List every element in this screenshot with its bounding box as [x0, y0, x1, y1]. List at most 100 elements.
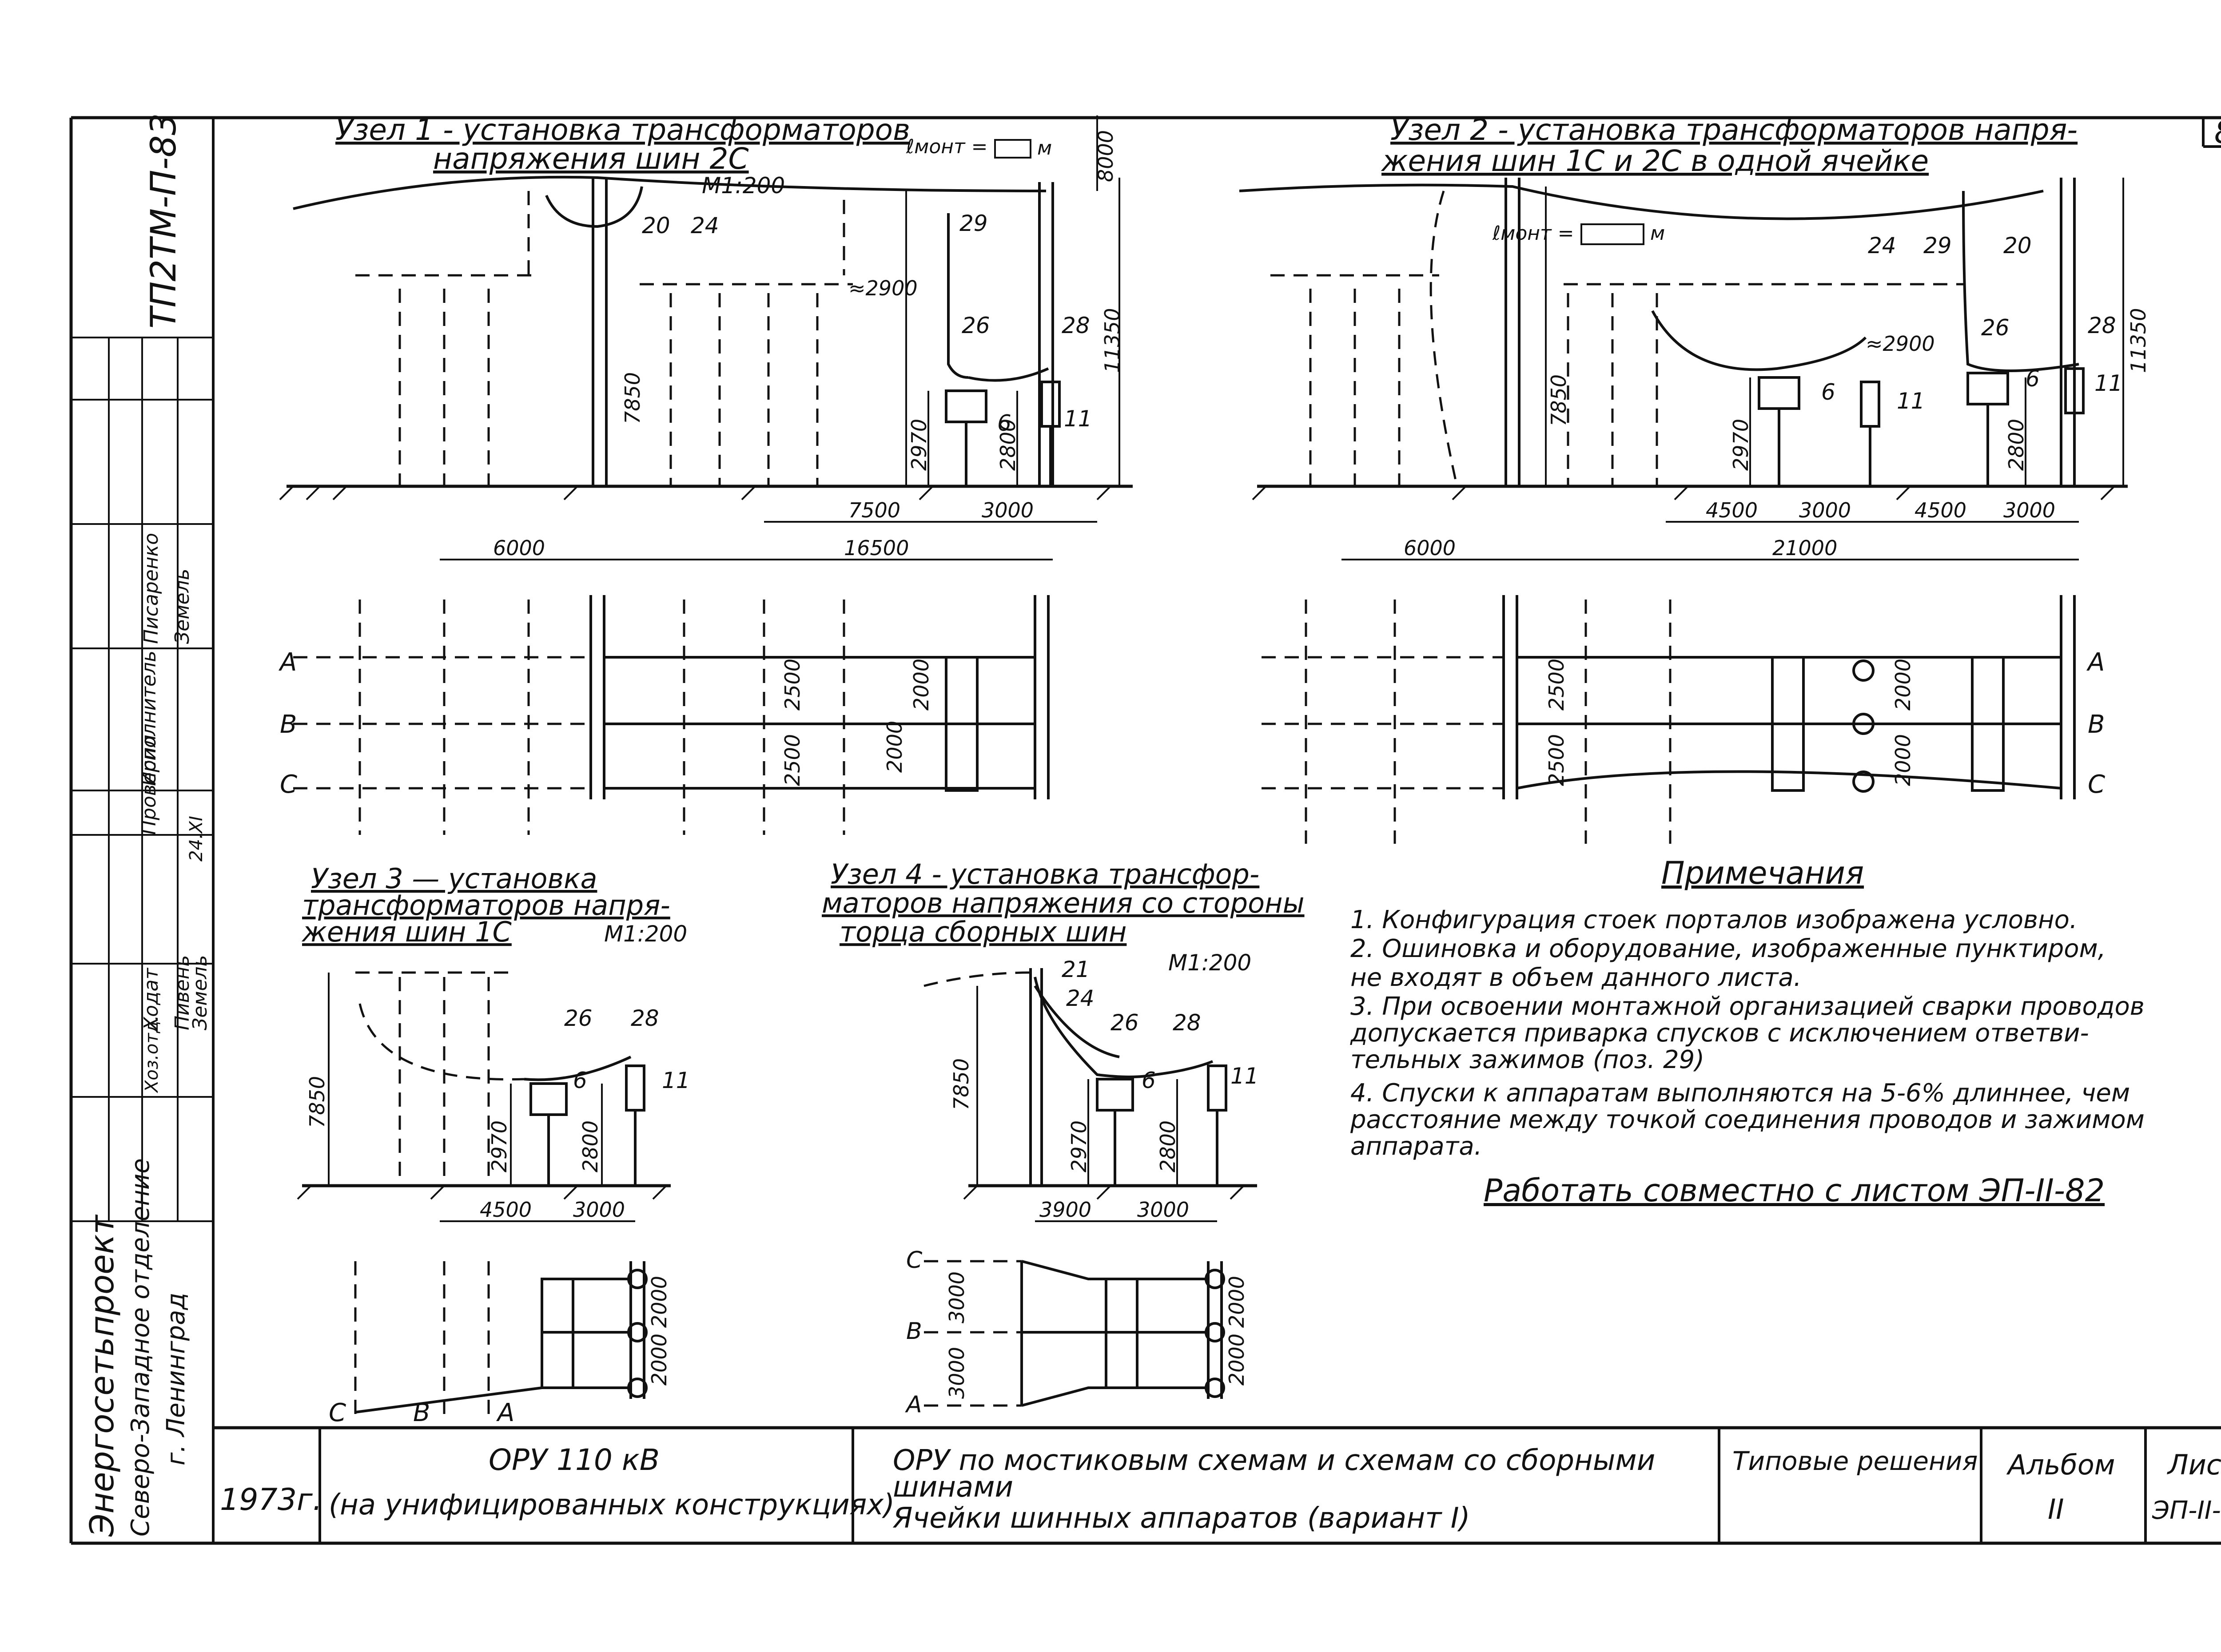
node1-dim-3000: 3000	[982, 498, 1034, 522]
node2-transformer-b	[1966, 372, 2009, 405]
node-4: Узел 4 - установка трансфор- маторов нап…	[822, 858, 1305, 1418]
node1-pos-24: 24	[691, 213, 719, 238]
node3-dim-3000: 3000	[573, 1198, 625, 1222]
node1-pos-6: 6	[997, 410, 1011, 436]
node1-title-line1: Узел 1 - установка трансформаторов	[335, 113, 910, 147]
node3-title-line1: Узел 3 — установка	[311, 862, 597, 895]
node2-pos-20: 20	[2003, 233, 2032, 258]
org-city: г. Ленинград	[162, 1293, 191, 1465]
node2-dim-2000b: 2000	[1891, 734, 1915, 786]
tb-col2-line1: ОРУ по мостиковым схемам и схемам со сбо…	[893, 1444, 1655, 1477]
node3-pos-28: 28	[631, 1005, 659, 1031]
stamp-name-2: Земель	[171, 568, 194, 644]
note-line-1: 1. Конфигурация стоек порталов изображен…	[1350, 905, 2078, 934]
node1-phase-B: B	[280, 710, 297, 739]
node2-dim-2970: 2970	[1729, 419, 1753, 471]
node1-title-line2: напряжения шин 2С	[433, 142, 749, 176]
node1-pos-20: 20	[642, 213, 670, 238]
node2-dim-21000: 21000	[1772, 536, 1837, 560]
node2-dim-2800: 2800	[2004, 419, 2028, 471]
node1-dim-8000: 8000	[1094, 130, 1118, 182]
node2-dim-2900: ≈2900	[1866, 332, 1935, 356]
node4-title-line3: торца сборных шин	[840, 916, 1126, 948]
node2-transformer-a	[1758, 376, 1800, 410]
work-with-note: Работать совместно с листом ЭП-II-82	[1484, 1172, 2105, 1209]
tb-col2-line3: Ячейки шинных аппаратов (вариант I)	[892, 1502, 1470, 1535]
tb-col3: Типовые решения	[1732, 1446, 1978, 1476]
tb-col4-line1: Альбом	[2006, 1449, 2115, 1481]
node1-pos-11: 11	[1064, 406, 1092, 432]
node4-pos-24: 24	[1066, 985, 1095, 1011]
node-3: Узел 3 — установка трансформаторов напря…	[297, 862, 690, 1427]
node1-dim-6000: 6000	[493, 536, 545, 560]
stamp-date: 24.XI	[186, 816, 207, 862]
node1-mount-unit: м	[1037, 137, 1052, 159]
org-branch: Северо-Западное отделение	[126, 1158, 155, 1537]
node1-mount-box	[994, 139, 1031, 159]
node2-dim-11350: 11350	[2126, 308, 2150, 373]
node1-dim-2000b: 2000	[883, 721, 907, 773]
node2-dim-3000a: 3000	[1799, 498, 1851, 522]
node3-phase-C: C	[329, 1398, 346, 1427]
node2-arrester-a	[1860, 381, 1880, 428]
tb-col5-line2: ЭП-II-7	[2152, 1496, 2221, 1525]
node1-dim-7500: 7500	[848, 498, 900, 522]
node4-arrester	[1207, 1064, 1227, 1112]
note-line-7: 4. Спуски к аппаратам выполняются на 5-6…	[1350, 1079, 2130, 1108]
node2-mount-unit: м	[1650, 222, 1665, 245]
note-line-5: допускается приварка спусков с исключени…	[1350, 1019, 2089, 1048]
node4-transformer	[1096, 1078, 1134, 1112]
node4-dim-2000a: 2000	[1225, 1276, 1249, 1328]
node1-phase-A: A	[279, 648, 297, 677]
note-line-4: 3. При освоении монтажной организацией с…	[1350, 992, 2145, 1021]
node3-arrester	[625, 1064, 645, 1112]
stamp-name-1: Писаренко	[140, 533, 163, 644]
node2-dim-4500a: 4500	[1706, 498, 1758, 522]
node4-dim-7850: 7850	[949, 1058, 973, 1110]
node3-dim-2970: 2970	[487, 1120, 511, 1172]
node2-pos-6b: 6	[2026, 366, 2040, 392]
stamp-role-2: Проверил	[138, 735, 160, 835]
node2-mount-label: ℓмонт =	[1492, 222, 1574, 245]
node3-dim-7850: 7850	[305, 1076, 329, 1128]
title-block	[213, 1426, 2221, 1543]
stamp-name-5: Земель	[189, 955, 211, 1030]
left-code: ТП2ТМ-П-83	[144, 113, 184, 329]
tb-col1-line2: (на унифицированных конструкциях)	[329, 1489, 895, 1521]
node4-title-line1: Узел 4 - установка трансфор-	[831, 858, 1259, 890]
node3-dim-2800: 2800	[578, 1120, 602, 1172]
node1-dim-2000a: 2000	[909, 659, 933, 711]
node2-pos-24: 24	[1868, 233, 1896, 258]
note-line-8: расстояние между точкой соединения прово…	[1350, 1105, 2145, 1134]
node2-pos-29: 29	[1923, 233, 1952, 258]
note-line-3: не входят в объем данного листа.	[1350, 963, 1802, 992]
tb-col4-line2: II	[2048, 1493, 2064, 1525]
node1-arrester	[1040, 381, 1061, 428]
tb-col5-line1: Лист	[2167, 1449, 2221, 1481]
node4-pos-21: 21	[1062, 957, 1090, 982]
note-line-9: аппарата.	[1350, 1132, 1482, 1161]
node2-dim-6000: 6000	[1404, 536, 1456, 560]
sheet-border	[69, 116, 2221, 1545]
org-name: Энергосетьпроект	[83, 1215, 121, 1537]
node2-pos-28: 28	[2088, 313, 2116, 338]
node4-dim-2800: 2800	[1156, 1120, 1180, 1172]
stamp-name-3: Ходат	[140, 968, 163, 1031]
node3-phase-B: B	[413, 1398, 430, 1427]
node2-dim-2500b: 2500	[1544, 734, 1568, 786]
node1-pos-28: 28	[1062, 313, 1090, 338]
node3-pos-26: 26	[564, 1005, 593, 1031]
node4-pos-28: 28	[1173, 1010, 1201, 1036]
stamp-role-3: Хоз.отд.	[142, 1015, 162, 1093]
node2-pos-6a: 6	[1821, 379, 1835, 405]
node3-title-line2: трансформаторов напря-	[302, 889, 670, 921]
node4-pos-11: 11	[1230, 1063, 1259, 1089]
node2-mount-box	[1580, 223, 1644, 245]
notes-heading: Примечания	[1661, 855, 1864, 891]
node4-phase-C: C	[906, 1247, 923, 1274]
node4-title-line2: маторов напряжения со стороны	[822, 887, 1305, 919]
node4-dim-3000: 3000	[1137, 1198, 1189, 1222]
node3-dim-2000a: 2000	[647, 1276, 671, 1328]
node1-pos-29: 29	[959, 210, 988, 236]
node3-pos-11: 11	[662, 1068, 690, 1093]
